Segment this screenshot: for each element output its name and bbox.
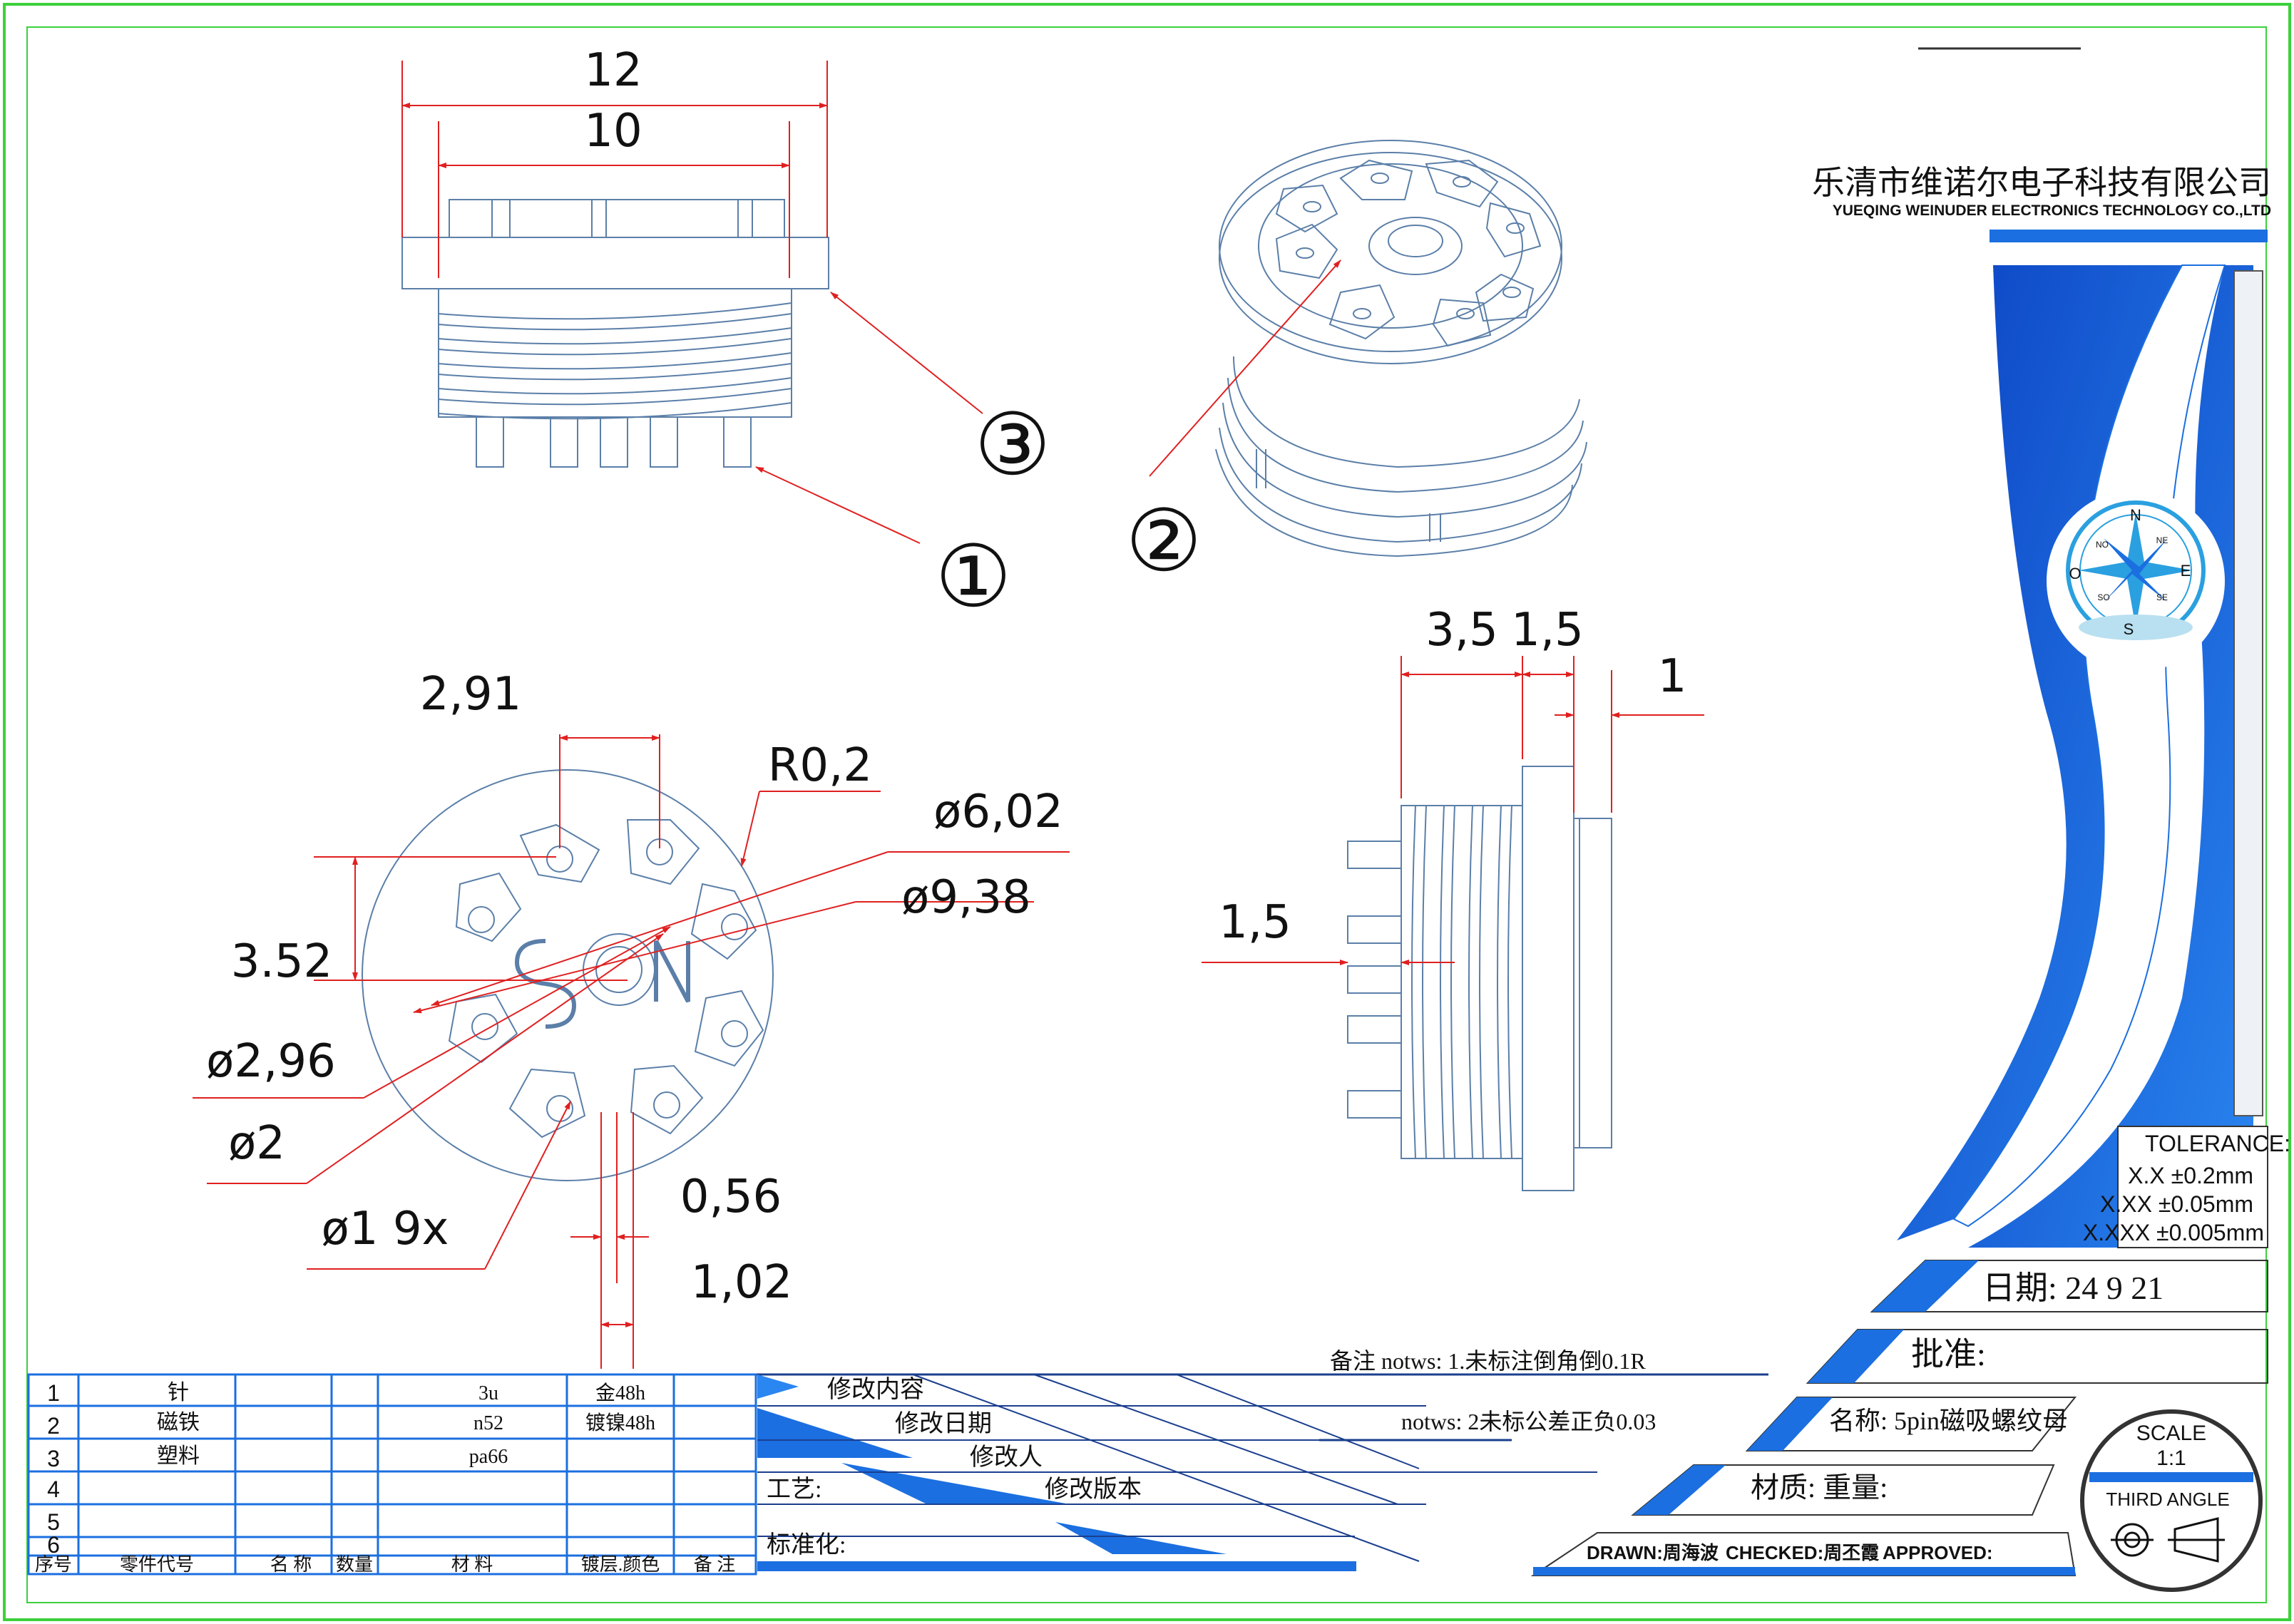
company-name-cn: 乐清市维诺尔电子科技有限公司 bbox=[1812, 165, 2271, 201]
dim-front-d1: ø1 9x bbox=[322, 1203, 449, 1255]
brand-bar bbox=[1990, 230, 2268, 242]
dim-side-35: 3,5 bbox=[1425, 604, 1498, 657]
compass-w: O bbox=[2069, 565, 2081, 582]
compass-n: N bbox=[2130, 506, 2141, 524]
bom-table bbox=[27, 1373, 757, 1576]
bom-header-part: 零件代号 bbox=[120, 1554, 194, 1575]
dim-front-d296: ø2,96 bbox=[206, 1035, 336, 1088]
projection-label: THIRD ANGLE bbox=[2106, 1489, 2229, 1510]
view-side-dims bbox=[401, 61, 983, 544]
bom-row-1-no: 1 bbox=[47, 1380, 60, 1406]
callout-1: ① bbox=[935, 528, 1012, 627]
brand-swoosh bbox=[1897, 264, 2263, 1248]
view-iso-dims bbox=[1149, 259, 1341, 477]
bom-row-2-finish: 镀镍48h bbox=[585, 1412, 655, 1434]
tolerance-line-2: X.XX ±0.05mm bbox=[2100, 1191, 2253, 1217]
bom-header-note: 备 注 bbox=[694, 1554, 736, 1575]
dim-side-15b: 1,5 bbox=[1219, 896, 1291, 949]
compass-e: E bbox=[2181, 562, 2191, 580]
bom-header-no: 序号 bbox=[35, 1554, 72, 1575]
drawn-label: DRAWN:周海波 bbox=[1587, 1542, 1719, 1563]
band-approve bbox=[1806, 1329, 2268, 1384]
bom-row-3-material: pa66 bbox=[469, 1446, 508, 1468]
scale-label: SCALE bbox=[2136, 1422, 2206, 1445]
bom-row-5-no: 5 bbox=[47, 1509, 60, 1535]
date-label: 日期: 24 9 21 bbox=[1982, 1270, 2164, 1306]
dim-front-056: 0,56 bbox=[680, 1171, 782, 1223]
band-date-fill bbox=[1872, 1260, 1979, 1312]
dim-front-291: 2,91 bbox=[420, 668, 522, 721]
bom-row-1-finish: 金48h bbox=[595, 1382, 645, 1404]
bom-row-2-material: n52 bbox=[473, 1412, 503, 1434]
compass-nw: NO bbox=[2096, 540, 2109, 550]
view-front bbox=[362, 769, 774, 1181]
revision-version: 修改版本 bbox=[1045, 1476, 1142, 1503]
bom-row-2-part: 磁铁 bbox=[157, 1411, 200, 1434]
compass-sw: SO bbox=[2097, 592, 2109, 602]
compass-s: S bbox=[2124, 620, 2134, 638]
callout-3: ③ bbox=[974, 396, 1051, 495]
note-2: notws: 2未标公差正负0.03 bbox=[1401, 1409, 1656, 1434]
callout-2: ② bbox=[1125, 492, 1202, 591]
revision-content: 修改内容 bbox=[827, 1376, 924, 1403]
bom-header-name: 名 称 bbox=[270, 1554, 312, 1575]
dim-front-d602: ø6,02 bbox=[933, 786, 1063, 838]
scale-divider bbox=[2089, 1472, 2253, 1482]
bom-row-1-material: 3u bbox=[478, 1382, 498, 1404]
dim-top-12: 12 bbox=[584, 44, 642, 97]
dim-front-102: 1,02 bbox=[691, 1256, 793, 1309]
projection-symbol-icon bbox=[2111, 1517, 2225, 1563]
bom-row-1-part: 针 bbox=[168, 1381, 189, 1404]
dim-side-1: 1 bbox=[1658, 650, 1687, 703]
tolerance-box bbox=[2117, 1126, 2268, 1248]
view-side-elevation bbox=[401, 199, 829, 468]
approve-label: 批准: bbox=[1911, 1336, 1986, 1372]
dim-front-d938: ø9,38 bbox=[901, 871, 1031, 924]
bom-row-6-no: 6 bbox=[47, 1532, 60, 1558]
bom-row-3-part: 塑料 bbox=[157, 1444, 200, 1468]
name-label: 名称: 5pin磁吸螺纹母 bbox=[1829, 1407, 2068, 1435]
tolerance-title: TOLERANCE: bbox=[2145, 1131, 2290, 1156]
outer-border bbox=[3, 3, 2291, 1621]
bom-row-2-no: 2 bbox=[47, 1413, 60, 1439]
view-isometric bbox=[1215, 140, 1587, 557]
dim-side-15a: 1,5 bbox=[1511, 604, 1584, 657]
view-section-dims bbox=[1202, 656, 1704, 965]
dim-top-10: 10 bbox=[584, 105, 642, 158]
revision-date: 修改日期 bbox=[895, 1410, 992, 1437]
band-approve-fill bbox=[1808, 1330, 1904, 1383]
bom-header-qty: 数量 bbox=[336, 1554, 373, 1575]
revision-block bbox=[754, 1374, 1597, 1572]
dim-front-d2: ø2 bbox=[228, 1117, 285, 1170]
revision-process: 工艺: bbox=[767, 1476, 821, 1503]
bom-row-3-no: 3 bbox=[47, 1446, 60, 1471]
bom-header-material: 材 料 bbox=[451, 1554, 493, 1575]
dim-front-352: 3.52 bbox=[231, 935, 333, 988]
material-weight-label: 材质: 重量: bbox=[1751, 1471, 1888, 1504]
approved-label: APPROVED: bbox=[1883, 1542, 1993, 1563]
tolerance-line-1: X.X ±0.2mm bbox=[2128, 1163, 2253, 1188]
dim-front-r02: R0,2 bbox=[768, 739, 872, 792]
compass-ne: NE bbox=[2156, 535, 2168, 545]
checked-label: CHECKED:周丕霞 bbox=[1726, 1542, 1880, 1563]
bom-header-finish: 镀层.颜色 bbox=[581, 1554, 660, 1575]
note-1: 备注 notws: 1.未标注倒角倒0.1R bbox=[1330, 1348, 1646, 1374]
band-name-fill bbox=[1747, 1397, 1833, 1451]
revision-standard: 标准化: bbox=[767, 1531, 846, 1558]
band-material-fill bbox=[1633, 1465, 1726, 1515]
band-drawn-fill bbox=[1533, 1567, 2075, 1576]
inner-border bbox=[26, 26, 2267, 1603]
view-side-section bbox=[1347, 766, 1612, 1191]
compass-logo: N S E O NE NO SE SO bbox=[2047, 490, 2225, 672]
revision-person: 修改人 bbox=[970, 1444, 1043, 1471]
bom-row-4-no: 4 bbox=[47, 1476, 60, 1502]
band-name bbox=[1745, 1397, 2077, 1451]
scale-value: 1:1 bbox=[2156, 1446, 2186, 1470]
company-name-en: YUEQING WEINUDER ELECTRONICS TECHNOLOGY … bbox=[1833, 202, 2271, 219]
tolerance-line-3: X.XXX ±0.005mm bbox=[2083, 1220, 2264, 1245]
view-front-dims bbox=[193, 734, 1070, 1369]
compass-se: SE bbox=[2156, 592, 2168, 602]
